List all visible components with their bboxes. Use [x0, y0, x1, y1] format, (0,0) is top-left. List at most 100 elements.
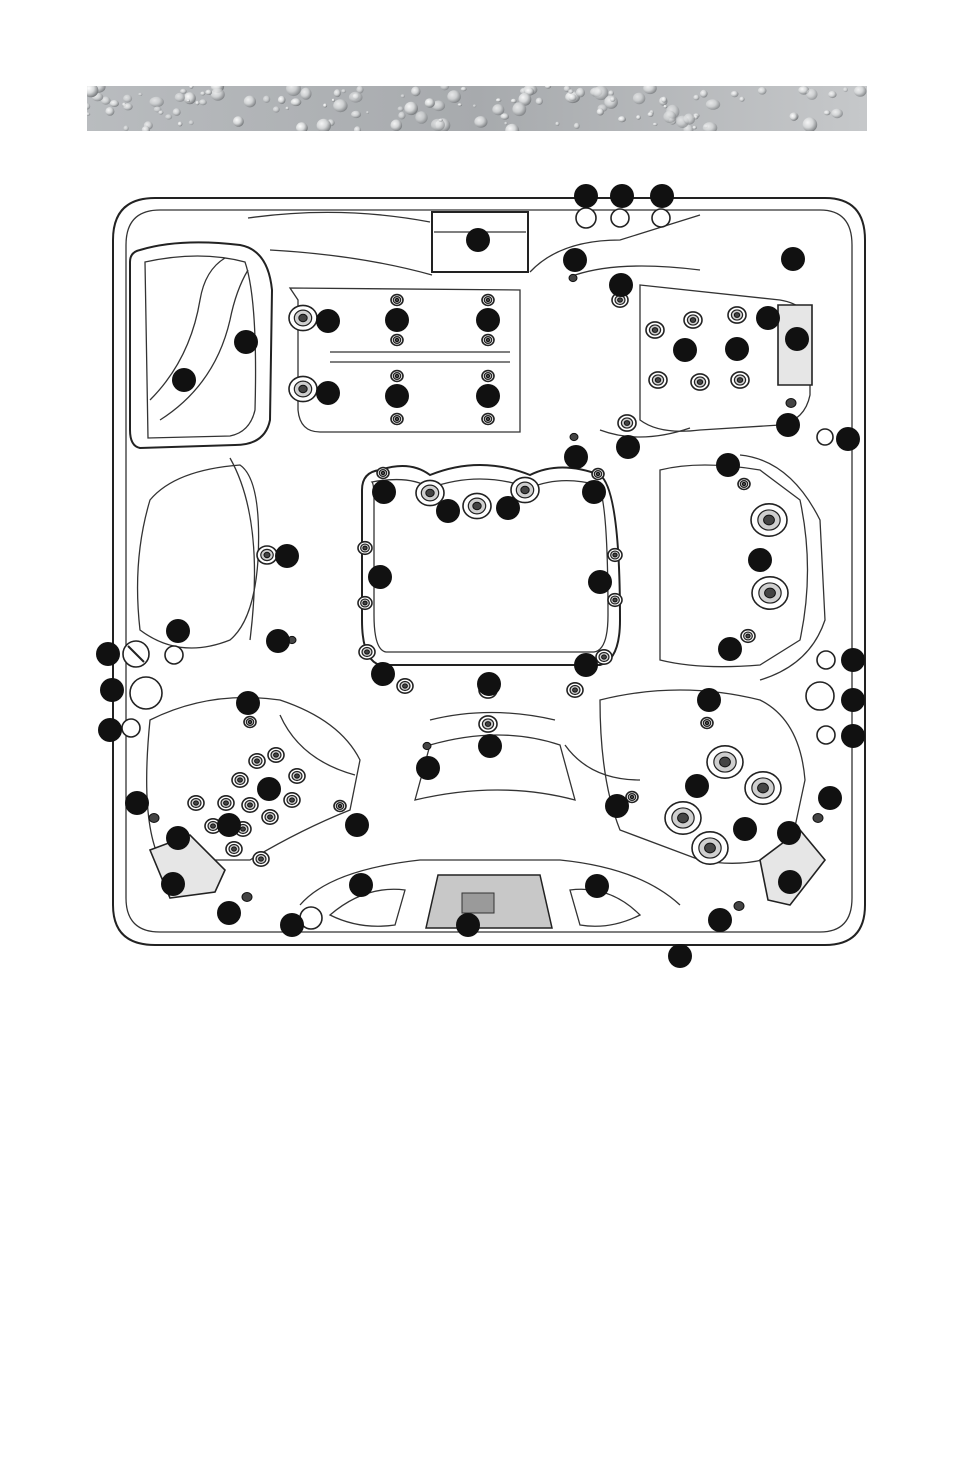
- callout-marker: [841, 724, 865, 748]
- callout-marker: [385, 308, 409, 332]
- callout-marker: [456, 913, 480, 937]
- jet-icon: [391, 295, 403, 306]
- callout-marker: [416, 756, 440, 780]
- jet-icon: [391, 414, 403, 425]
- jet-icon: [684, 312, 702, 328]
- bottom-left-arc: [280, 715, 355, 775]
- callout-marker: [217, 901, 241, 925]
- callout-marker: [733, 817, 757, 841]
- callout-marker: [476, 384, 500, 408]
- callout-marker: [436, 499, 460, 523]
- callout-marker: [345, 813, 369, 837]
- jet-icon: [728, 307, 746, 323]
- callout-marker: [718, 637, 742, 661]
- jet-icon: [482, 414, 494, 425]
- jet-icon: [268, 748, 284, 762]
- jet-icon: [334, 801, 346, 812]
- jet-icon: [242, 798, 258, 812]
- top-contour-left: [248, 212, 430, 222]
- callout-marker: [588, 570, 612, 594]
- callout-marker: [609, 273, 633, 297]
- callout-marker: [280, 913, 304, 937]
- jet-icon: [751, 504, 787, 536]
- callout-marker: [349, 873, 373, 897]
- callout-marker: [756, 306, 780, 330]
- callout-marker: [316, 309, 340, 333]
- callout-marker: [574, 184, 598, 208]
- callout-marker: [785, 327, 809, 351]
- callout-marker: [563, 248, 587, 272]
- jet-icon: [482, 335, 494, 346]
- jet-icon: [567, 683, 583, 697]
- left-side-contour: [230, 458, 255, 640]
- jet-icon: [752, 577, 788, 609]
- jet-icon: [592, 469, 604, 480]
- jet-icon: [608, 594, 622, 607]
- control-display: [462, 893, 494, 913]
- callout-marker: [368, 565, 392, 589]
- jet-icon: [391, 335, 403, 346]
- top-edge-valves: [576, 208, 670, 228]
- callout-marker: [708, 908, 732, 932]
- callout-marker: [466, 228, 490, 252]
- hot-tub-diagram: [0, 0, 954, 1000]
- callout-marker: [125, 791, 149, 815]
- callout-marker: [582, 480, 606, 504]
- callout-marker: [685, 774, 709, 798]
- callout-marker: [217, 813, 241, 837]
- callout-marker: [478, 734, 502, 758]
- callout-marker: [98, 718, 122, 742]
- callout-marker: [476, 308, 500, 332]
- callout-marker: [275, 544, 299, 568]
- jet-icon: [289, 305, 317, 330]
- jet-icon: [482, 295, 494, 306]
- callout-marker: [748, 548, 772, 572]
- callout-marker: [781, 247, 805, 271]
- jet-icon: [569, 274, 577, 281]
- callout-marker: [496, 496, 520, 520]
- jet-icon: [618, 415, 636, 431]
- jet-icon: [253, 852, 269, 866]
- callout-marker: [836, 427, 860, 451]
- callout-marker: [585, 874, 609, 898]
- callout-marker: [385, 384, 409, 408]
- callout-marker: [776, 413, 800, 437]
- jet-icon: [649, 372, 667, 388]
- jet-icon: [358, 542, 372, 555]
- jet-icon: [608, 549, 622, 562]
- jet-icon: [691, 374, 709, 390]
- callout-marker: [650, 184, 674, 208]
- jet-icon: [813, 814, 823, 823]
- jet-icon: [731, 372, 749, 388]
- callout-marker: [777, 821, 801, 845]
- jet-icon: [570, 433, 578, 440]
- left-edge-valves: [122, 641, 183, 737]
- callout-marker: [166, 826, 190, 850]
- jet-icon: [249, 754, 265, 768]
- jet-icon: [646, 322, 664, 338]
- jet-icon: [741, 630, 755, 643]
- jet-icon: [262, 810, 278, 824]
- callout-marker: [161, 872, 185, 896]
- callout-marker: [610, 184, 634, 208]
- jet-icon: [665, 802, 701, 834]
- jet-icon: [734, 902, 744, 911]
- callout-marker: [673, 338, 697, 362]
- jet-icon: [745, 772, 781, 804]
- right-side-seat: [660, 465, 808, 667]
- jet-icon: [358, 597, 372, 610]
- jet-icon: [149, 814, 159, 823]
- callout-marker: [716, 453, 740, 477]
- jet-icon: [596, 650, 612, 664]
- jet-icon: [416, 480, 444, 505]
- jet-icon: [289, 769, 305, 783]
- jet-icon: [289, 376, 317, 401]
- callout-marker: [841, 688, 865, 712]
- jet-icon: [391, 371, 403, 382]
- jet-icon: [257, 546, 277, 564]
- jet-icon: [463, 493, 491, 518]
- jet-icon: [242, 893, 252, 902]
- callout-marker: [697, 688, 721, 712]
- jet-icon: [786, 399, 796, 408]
- jet-icon: [244, 717, 256, 728]
